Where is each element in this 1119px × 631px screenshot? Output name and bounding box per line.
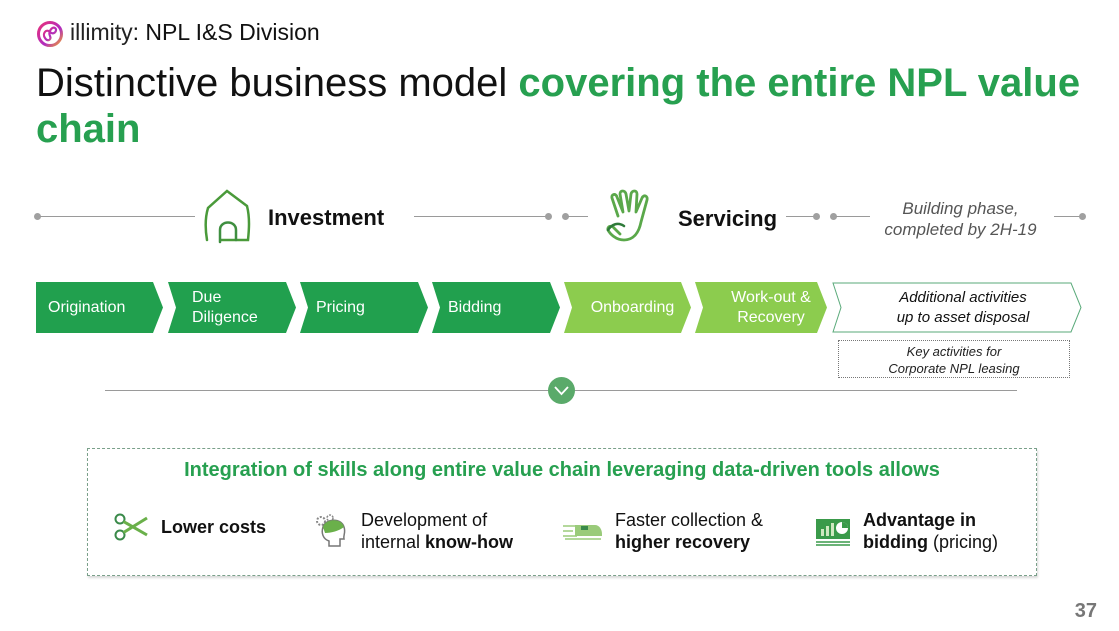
benefit-faster-collection: Faster collection & higher recovery: [561, 509, 763, 553]
timeline-dot: [813, 213, 820, 220]
fast-train-icon: [563, 525, 602, 540]
step-label: Pricing: [316, 298, 365, 316]
title-accent: covering the entire NPL value chain: [36, 61, 1081, 151]
building-note-line1: Building phase,: [902, 199, 1019, 218]
illimity-logo-icon: [37, 21, 63, 47]
step-label: Additional activities up to asset disposa…: [832, 288, 1082, 328]
step-label-line1: Additional activities: [899, 288, 1027, 306]
benefit-text-line2-plain: (pricing): [927, 532, 998, 552]
benefit-text-line1-bold: Advantage in: [863, 510, 977, 530]
chain-step-pricing: Pricing: [300, 282, 428, 333]
timeline-line: [414, 216, 546, 217]
step-label: Onboarding: [590, 298, 675, 316]
step-label-line1: Due: [192, 288, 222, 306]
benefit-text-line2-bold: bidding: [863, 532, 928, 552]
step-label-line2: Diligence: [192, 308, 258, 326]
page-title: Distinctive business model covering the …: [36, 60, 1096, 152]
brand-header: illimity: NPL I&S Division: [70, 19, 320, 46]
phase-investment-label: Investment: [268, 205, 385, 230]
chain-step-origination: Origination: [36, 282, 163, 333]
step-label-line1: Work-out &: [731, 288, 811, 306]
scissors-icon: [114, 513, 148, 541]
brand-name: illimity: [70, 19, 133, 45]
step-label: Origination: [48, 298, 126, 316]
step-label: Bidding: [448, 298, 502, 316]
benefit-text-line1: Development of: [361, 510, 488, 530]
benefit-text-line2-bold: higher recovery: [615, 532, 751, 552]
timeline-dot: [1079, 213, 1086, 220]
key-note-line2: Corporate NPL leasing: [888, 361, 1020, 376]
step-label: Work-out & Recovery: [695, 288, 827, 328]
timeline-line: [1054, 216, 1080, 217]
chain-step-workout-recovery: Work-out & Recovery: [695, 282, 827, 333]
house-icon: [204, 189, 251, 244]
benefit-text-line1: Faster collection &: [615, 510, 764, 530]
benefit-text-line2-plain: internal: [361, 532, 426, 552]
chain-step-onboarding: Onboarding: [564, 282, 691, 333]
chain-step-additional-activities: Additional activities up to asset disposa…: [832, 282, 1082, 333]
timeline-line: [786, 216, 814, 217]
benefit-text: Lower costs: [161, 517, 267, 537]
timeline-dot: [562, 213, 569, 220]
timeline-dot: [830, 213, 837, 220]
benefits-title: Integration of skills along entire value…: [184, 459, 940, 481]
timeline-dot: [34, 213, 41, 220]
phase-servicing-label: Servicing: [678, 206, 778, 231]
step-label-line2: Recovery: [737, 308, 805, 326]
benefit-text-line2-bold: know-how: [425, 532, 514, 552]
building-phase-note: Building phase, completed by 2H-19: [868, 198, 1053, 240]
timeline-line: [836, 216, 870, 217]
step-label-line2: up to asset disposal: [896, 308, 1030, 326]
chevron-down-icon: [548, 377, 575, 404]
benefits-box: Integration of skills along entire value…: [87, 448, 1037, 576]
division-name: : NPL I&S Division: [132, 19, 320, 45]
chain-step-bidding: Bidding: [432, 282, 560, 333]
benefit-lower-costs: Lower costs: [113, 509, 266, 545]
page-number: 37: [1074, 600, 1097, 622]
timeline-line: [40, 216, 195, 217]
benefit-bidding-advantage: Advantage in bidding (pricing): [815, 509, 998, 553]
timeline-dot: [545, 213, 552, 220]
hand-icon: [606, 189, 649, 242]
timeline-line: [568, 216, 588, 217]
key-activities-note: Key activities for Corporate NPL leasing: [838, 340, 1070, 378]
building-note-line2: completed by 2H-19: [884, 220, 1037, 239]
head-gears-icon: [316, 514, 346, 547]
benefit-know-how: Development of internal know-how: [313, 509, 513, 553]
key-note-line1: Key activities for: [906, 344, 1002, 359]
chart-board-icon: [816, 519, 850, 546]
title-plain: Distinctive business model: [36, 61, 519, 105]
